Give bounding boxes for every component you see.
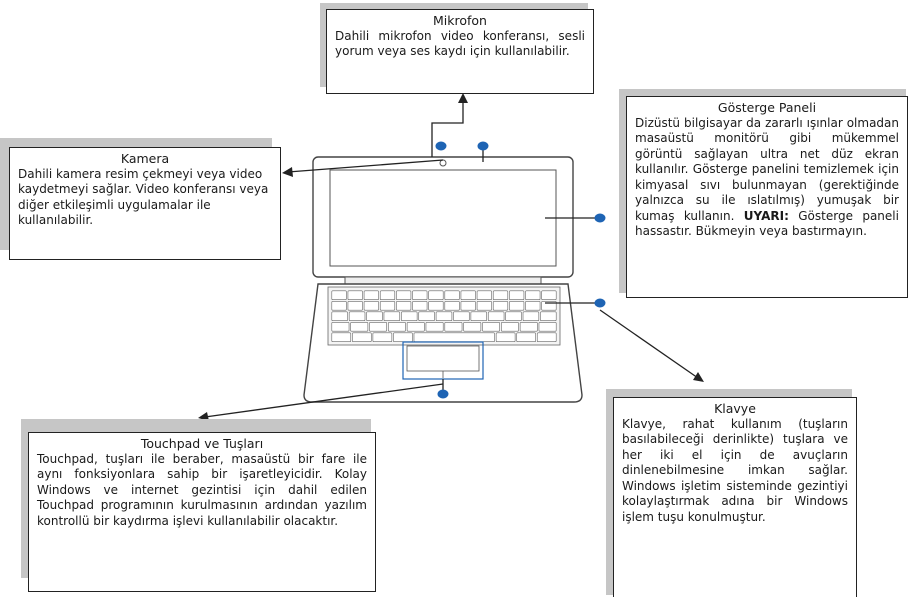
keyboard-key	[538, 321, 557, 332]
gosterge-paneli-description: Dizüstü bilgisayar da zararlı ışınlar ol…	[635, 116, 899, 240]
display-panel	[329, 169, 557, 267]
keyboard-key	[418, 311, 435, 321]
touchpad-arrowhead	[198, 412, 209, 421]
klavye-description: Klavye, rahat kullanım (tuşların basılab…	[622, 416, 848, 524]
keyboard-key	[331, 300, 347, 311]
keyboard-key	[463, 321, 482, 332]
touchpad-callout: Touchpad ve Tuşları Touchpad, tuşları il…	[28, 432, 376, 592]
keyboard-key	[401, 311, 418, 321]
warning-label: UYARI:	[743, 208, 789, 223]
touchpad-marker	[437, 389, 449, 399]
keyboard-key	[500, 321, 519, 332]
keyboard-key	[470, 311, 487, 321]
keyboard-key	[460, 300, 476, 311]
mikrofon-description: Dahili mikrofon video konferansı, sesli …	[335, 28, 585, 59]
keyboard-key	[363, 290, 379, 300]
keyboard-key	[444, 290, 460, 300]
kamera-title: Kamera	[120, 151, 170, 166]
keyboard-marker	[594, 298, 606, 308]
kamera-callout: Kamera Dahili kamera resim çekmeyi veya …	[9, 147, 281, 260]
keyboard-key	[347, 300, 363, 311]
keyboard-key	[331, 311, 348, 321]
webcam-lens	[439, 159, 447, 167]
keyboard-key	[428, 300, 444, 311]
keyboard-key	[412, 300, 428, 311]
keyboard-key	[492, 290, 509, 300]
keyboard-key	[331, 290, 347, 300]
keyboard-key	[348, 311, 366, 321]
keyboard-key	[541, 290, 557, 300]
keyboard-key	[482, 321, 501, 332]
mikrofon-title: Mikrofon	[433, 13, 487, 28]
mikrofon-connector	[431, 100, 464, 157]
keyboard-key	[509, 300, 525, 311]
klavye-connector	[599, 309, 699, 379]
keyboard-key	[352, 332, 372, 342]
keyboard-key	[331, 321, 350, 332]
keyboard-key	[476, 300, 492, 311]
keyboard-key	[369, 321, 388, 332]
microphone-marker	[477, 141, 489, 151]
keyboard-key	[492, 300, 509, 311]
touchpad	[406, 345, 480, 372]
keyboard-key	[495, 332, 516, 342]
keyboard-key	[347, 290, 363, 300]
keyboard-key	[519, 321, 538, 332]
gosterge-paneli-title: Gösterge Paneli	[717, 100, 817, 115]
keyboard-key	[396, 300, 412, 311]
warning-text: Gösterge paneli hassastır. Bükmeyin veya…	[635, 208, 899, 239]
gosterge-paneli-callout: Gösterge Paneli Dizüstü bilgisayar da za…	[626, 96, 908, 298]
hinge	[344, 276, 542, 285]
klavye-arrowhead	[693, 372, 704, 382]
keyboard-key	[487, 311, 505, 321]
keyboard-key	[444, 300, 460, 311]
keyboard-key	[372, 332, 393, 342]
klavye-title: Klavye	[714, 401, 756, 416]
keyboard-key	[453, 311, 470, 321]
keyboard-key	[383, 311, 401, 321]
klavye-callout: Klavye Klavye, rahat kullanım (tuşların …	[613, 397, 857, 597]
keyboard-key	[522, 311, 540, 321]
keyboard-key	[412, 290, 428, 300]
keyboard-key	[331, 332, 352, 342]
keyboard-key	[387, 321, 406, 332]
keyboard-key	[379, 300, 396, 311]
gosterge-paneli-text: Dizüstü bilgisayar da zararlı ışınlar ol…	[635, 115, 899, 223]
keyboard-key	[406, 321, 425, 332]
keyboard-key	[350, 321, 369, 332]
webcam-marker	[435, 141, 447, 151]
keyboard-key	[516, 332, 536, 342]
keyboard-key	[536, 332, 557, 342]
keyboard-key	[366, 311, 383, 321]
keyboard-key	[425, 321, 444, 332]
touchpad-connector	[204, 383, 444, 418]
markers	[435, 141, 606, 399]
keyboard-key	[428, 290, 444, 300]
kamera-description: Dahili kamera resim çekmeyi veya video k…	[18, 166, 269, 228]
keyboard-key	[444, 321, 463, 332]
touchpad-description: Touchpad, tuşları ile beraber, masaüstü …	[37, 451, 367, 528]
mikrofon-callout: Mikrofon Dahili mikrofon video konferans…	[326, 9, 594, 94]
keyboard-key	[363, 300, 379, 311]
keyboard-keys	[331, 290, 557, 342]
keyboard-key	[460, 290, 476, 300]
touchpad-title: Touchpad ve Tuşları	[140, 436, 264, 451]
keyboard-key	[505, 311, 522, 321]
kamera-connector	[287, 159, 444, 173]
keyboard-key	[393, 332, 413, 342]
spacebar-key	[413, 332, 495, 342]
keyboard-key	[396, 290, 412, 300]
keyboard-key	[525, 300, 541, 311]
kamera-arrowhead	[282, 167, 293, 177]
keyboard-key	[525, 290, 541, 300]
keyboard-key	[379, 290, 396, 300]
keyboard-key	[509, 290, 525, 300]
keyboard-key	[540, 311, 557, 321]
keyboard-key	[476, 290, 492, 300]
display-marker	[594, 213, 606, 223]
mikrofon-arrowhead	[458, 93, 468, 103]
keyboard-key	[435, 311, 453, 321]
